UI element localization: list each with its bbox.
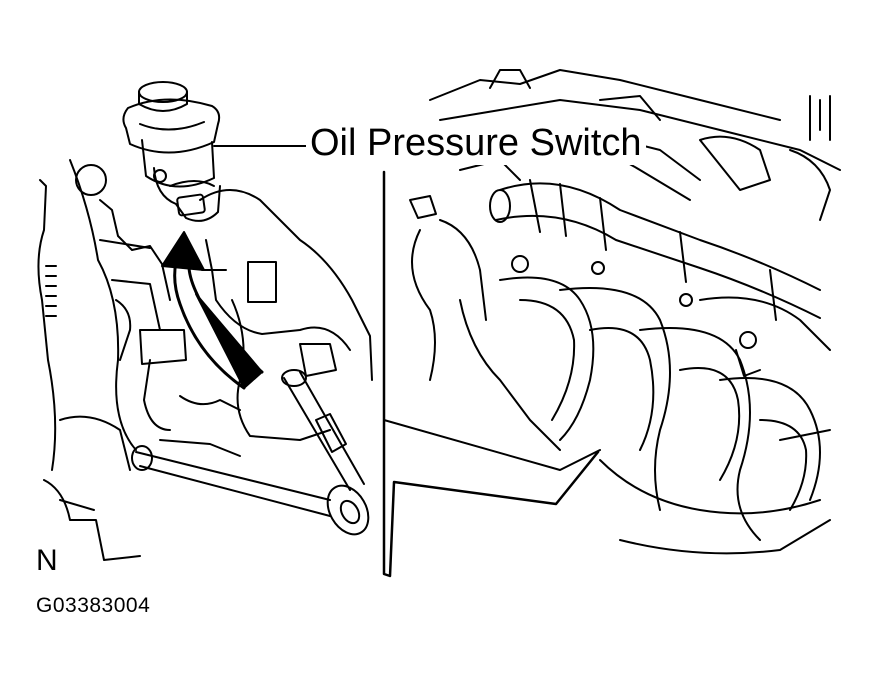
callout-leader [383, 419, 601, 471]
engine-block-left [37, 159, 187, 561]
oil-pressure-switch-icon [122, 81, 221, 222]
socket-wrench-icon [131, 369, 370, 536]
oil-pressure-switch-label: Oil Pressure Switch [306, 122, 646, 165]
intake-manifold [411, 219, 831, 555]
center-housing [159, 189, 373, 457]
figure-code: G03383004 [36, 594, 151, 617]
fuel-rail [489, 179, 821, 377]
removal-arrow-icon [161, 231, 264, 390]
detail-callout-bracket [382, 170, 600, 578]
orientation-marker: N [36, 544, 58, 577]
